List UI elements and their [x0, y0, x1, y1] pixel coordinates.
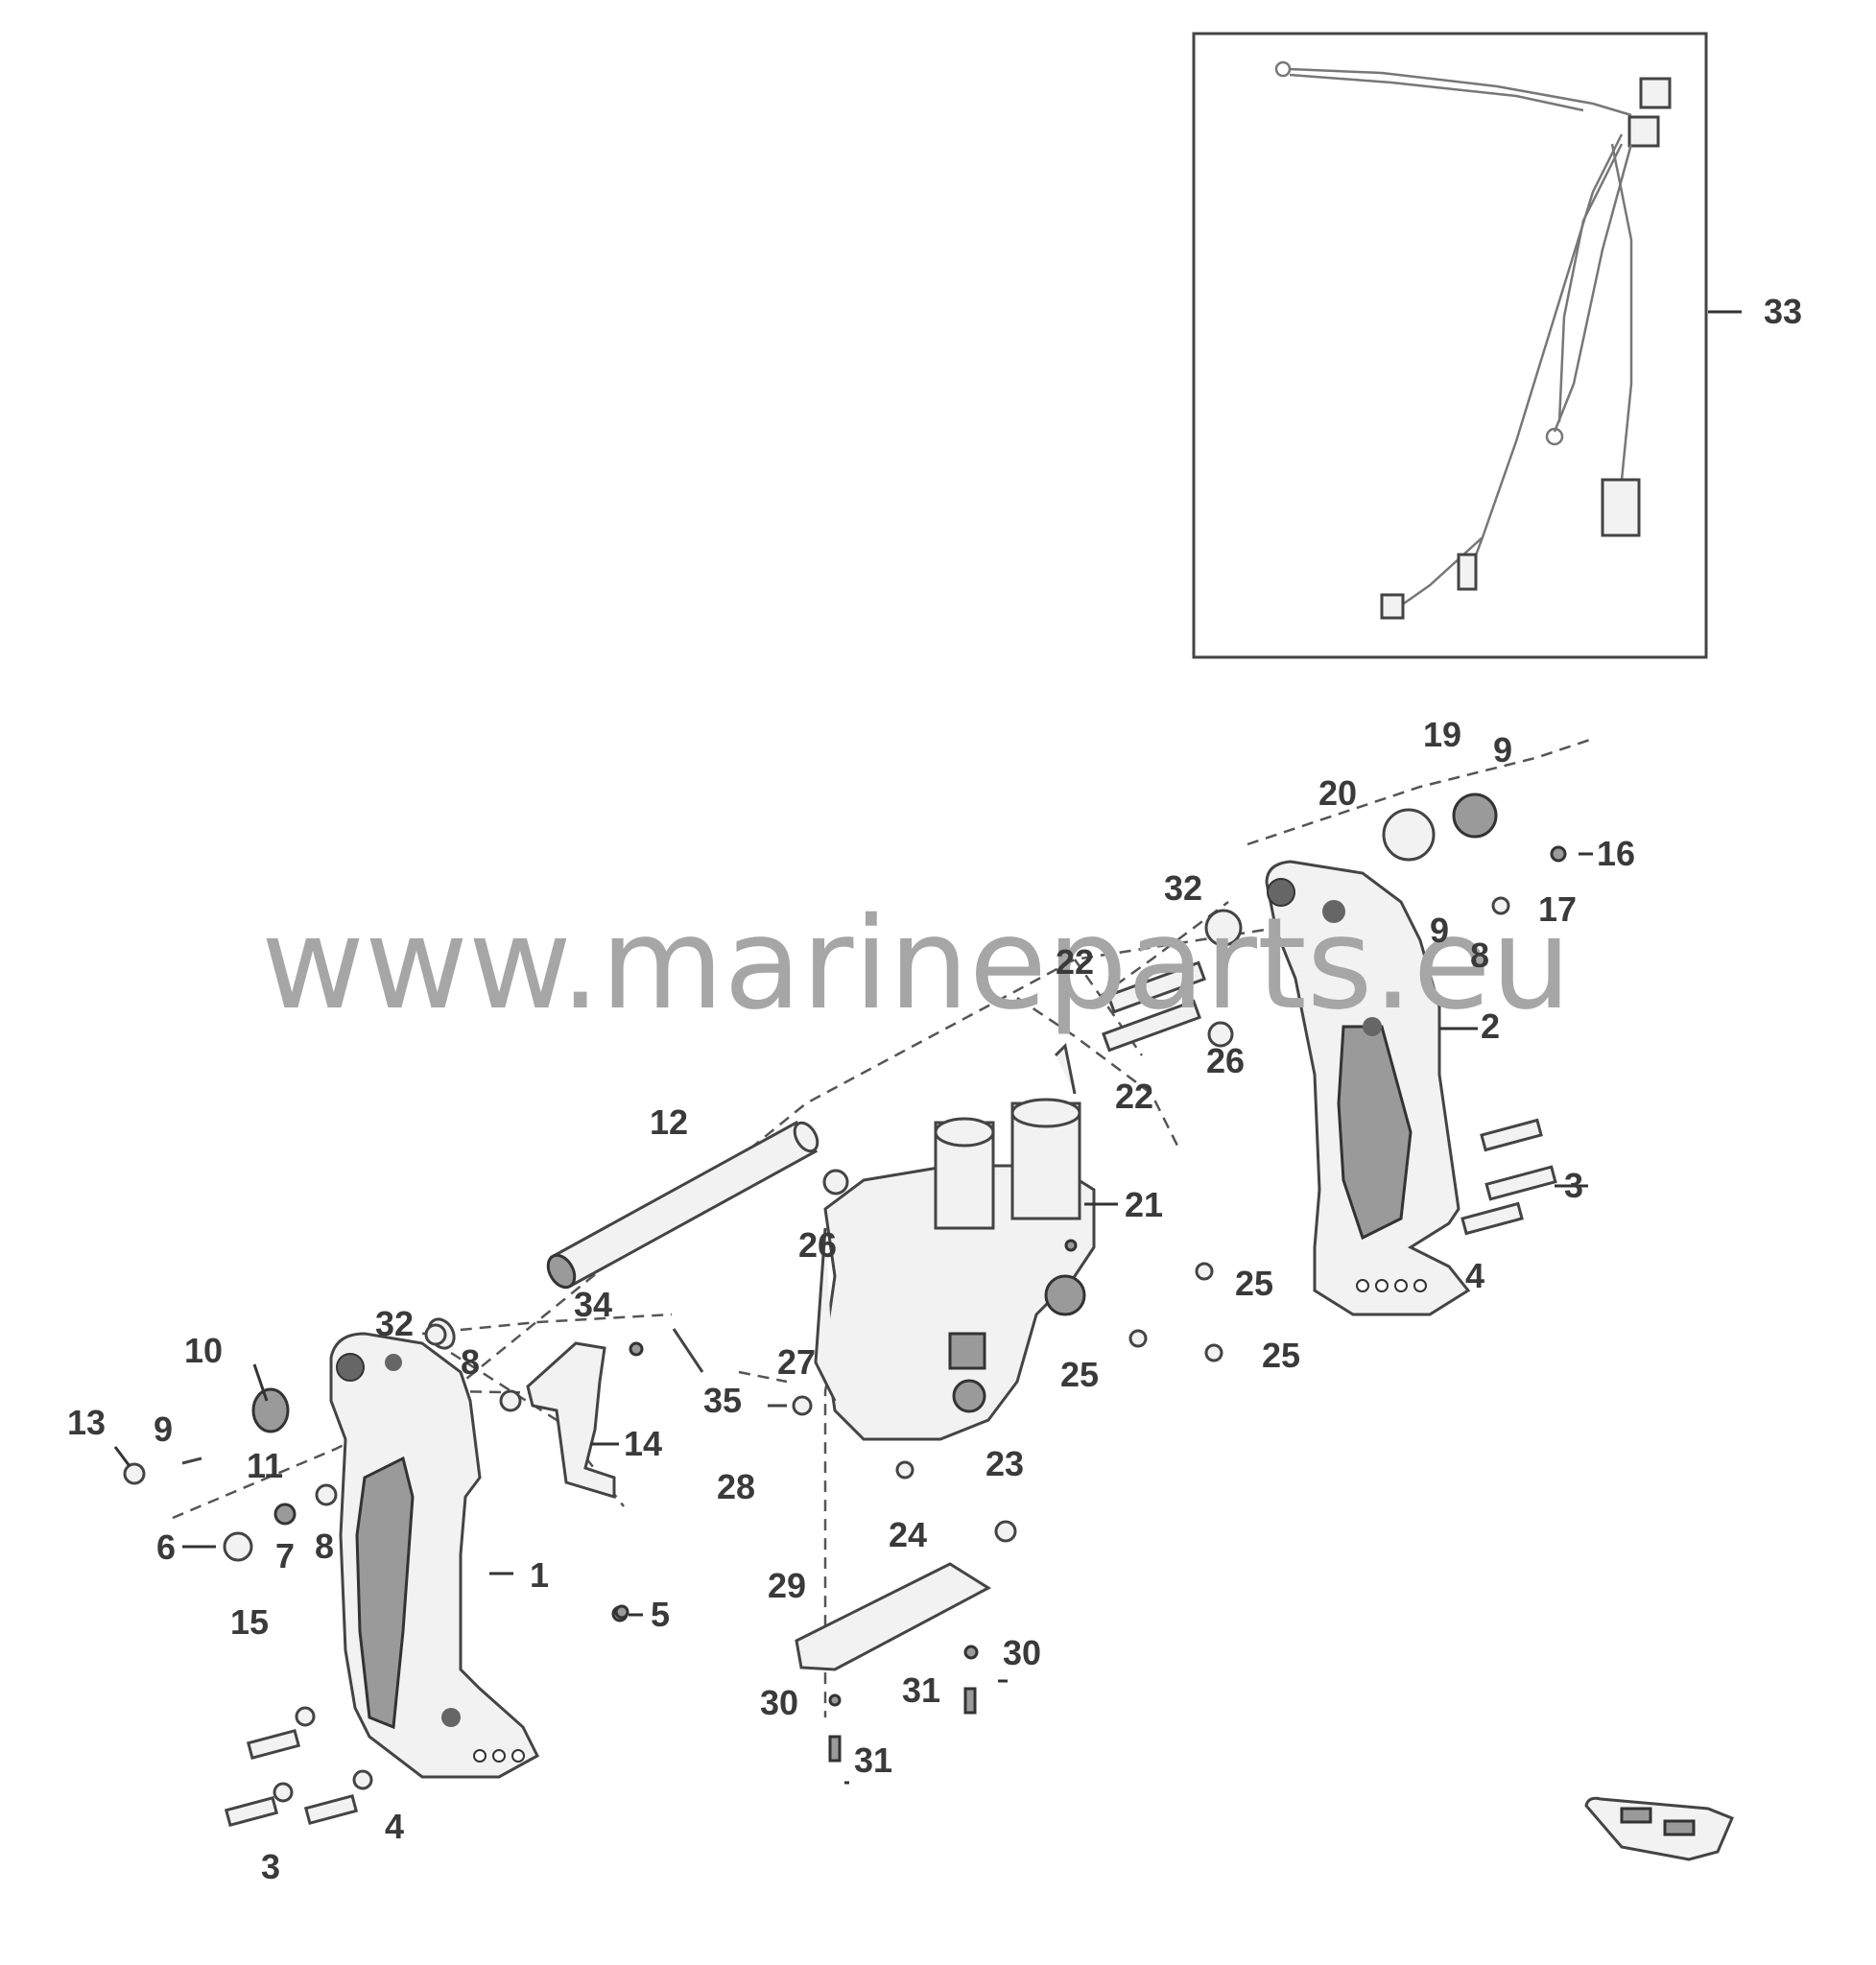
- callout-14: 14: [624, 1424, 662, 1463]
- left-clamp-bracket: [329, 1332, 539, 1779]
- callout-29: 29: [768, 1566, 806, 1605]
- boat-icon: [1584, 1796, 1734, 1861]
- callout-35: 35: [703, 1381, 742, 1420]
- watermark: www.marineparts.eu: [261, 890, 1571, 1038]
- callout-31: 31: [854, 1740, 892, 1780]
- callout-22: 22: [1056, 942, 1094, 982]
- callout-9: 9: [1430, 911, 1449, 950]
- callout-28: 28: [717, 1467, 755, 1506]
- callout-3: 3: [261, 1847, 280, 1886]
- callout-34: 34: [574, 1285, 612, 1324]
- wiring-harness-inset: [1192, 32, 1708, 659]
- callout-32: 32: [375, 1304, 414, 1343]
- callout-10: 10: [184, 1331, 223, 1370]
- callout-33: 33: [1764, 292, 1802, 331]
- callout-11: 11: [247, 1446, 283, 1485]
- callout-22: 22: [1115, 1077, 1153, 1116]
- callout-17: 17: [1538, 889, 1577, 929]
- callout-6: 6: [156, 1527, 176, 1567]
- callout-2: 2: [1481, 1006, 1500, 1046]
- callout-8: 8: [315, 1527, 334, 1566]
- hardware-parts: [123, 793, 1567, 1828]
- anode-plate: [795, 1562, 991, 1671]
- callout-9: 9: [1493, 730, 1512, 769]
- callout-1: 1: [530, 1555, 549, 1595]
- callout-13: 13: [67, 1403, 106, 1442]
- callout-27: 27: [777, 1342, 816, 1382]
- callout-30: 30: [760, 1683, 798, 1722]
- callout-20: 20: [1318, 773, 1357, 813]
- callout-32: 32: [1164, 868, 1202, 908]
- callout-30: 30: [1003, 1633, 1041, 1672]
- callout-3: 3: [1564, 1166, 1583, 1205]
- callout-8: 8: [461, 1342, 480, 1382]
- callout-25: 25: [1235, 1264, 1273, 1303]
- callout-21: 21: [1125, 1185, 1163, 1224]
- callout-7: 7: [275, 1536, 295, 1575]
- callout-24: 24: [889, 1515, 927, 1554]
- part-callouts: 1 2 3 3 4 4 5 6 7 8 8 8 9 9 9 10 11 12 1…: [67, 292, 1802, 1886]
- leader-lines: [113, 310, 1742, 1785]
- callout-8: 8: [1470, 935, 1489, 975]
- callout-31: 31: [902, 1670, 940, 1710]
- callout-12: 12: [650, 1102, 688, 1142]
- callout-23: 23: [985, 1444, 1024, 1483]
- callout-9: 9: [154, 1409, 173, 1449]
- callout-26: 26: [798, 1225, 837, 1265]
- callout-19: 19: [1423, 715, 1461, 754]
- callout-4: 4: [385, 1807, 404, 1846]
- tilt-lock-lever: [526, 1341, 616, 1500]
- callout-26: 26: [1206, 1041, 1245, 1080]
- callout-15: 15: [230, 1602, 269, 1642]
- tilt-tube: [546, 1121, 819, 1290]
- callout-25: 25: [1060, 1355, 1099, 1394]
- callout-25: 25: [1262, 1336, 1300, 1375]
- callout-16: 16: [1597, 834, 1635, 873]
- callout-5: 5: [651, 1595, 670, 1634]
- right-clamp-bracket: [1265, 860, 1471, 1316]
- callout-4: 4: [1465, 1256, 1484, 1295]
- power-trim-tilt-unit: [814, 1042, 1096, 1441]
